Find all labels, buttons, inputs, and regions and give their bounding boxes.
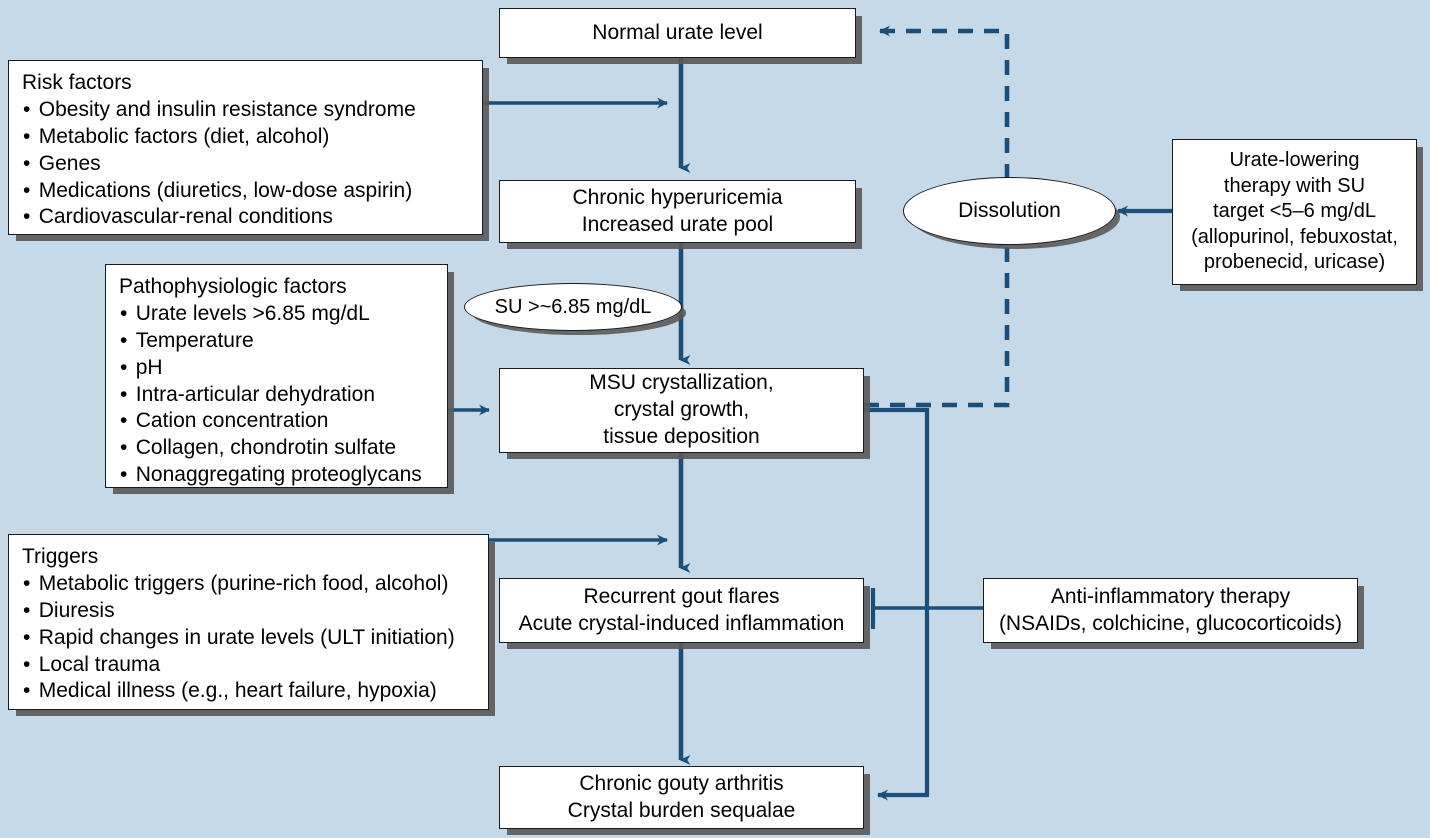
list-item: Medical illness (e.g., heart failure, hy… [22, 678, 455, 705]
edge-dissolution-to-normal-urate [879, 25, 1010, 179]
node-recurrent-gout-flares[interactable]: Recurrent gout flares Acute crystal-indu… [499, 578, 864, 643]
patho-factors-title: Pathophysiologic factors [119, 275, 347, 298]
list-item: Rapid changes in urate levels (ULT initi… [22, 625, 455, 652]
risk-factors-list: Obesity and insulin resistance syndrome … [22, 97, 416, 231]
node-pathophysiologic-factors[interactable]: Pathophysiologic factors Urate levels >6… [105, 264, 448, 488]
node-triggers[interactable]: Triggers Metabolic triggers (purine-rich… [8, 534, 489, 710]
node-line: MSU crystallization, [589, 371, 774, 395]
triggers-title: Triggers [22, 545, 99, 568]
node-line: Chronic hyperuricemia [572, 185, 783, 209]
node-anti-inflammatory-therapy[interactable]: Anti-inflammatory therapy (NSAIDs, colch… [983, 578, 1358, 643]
node-line: tissue deposition [603, 424, 760, 448]
edge-msu-to-dissolution [864, 238, 1010, 408]
node-line: target <5–6 mg/dL [1213, 200, 1376, 223]
list-item: Obesity and insulin resistance syndrome [22, 97, 416, 124]
node-risk-factors[interactable]: Risk factors Obesity and insulin resista… [8, 60, 483, 235]
node-msu-crystallization[interactable]: MSU crystallization, crystal growth, tis… [499, 368, 864, 453]
list-item: Genes [22, 151, 416, 178]
node-chronic-hyperuricemia[interactable]: Chronic hyperuricemia Increased urate po… [499, 180, 856, 243]
edge-msu-to-chronic-arthritis [864, 407, 930, 801]
node-chronic-gouty-arthritis[interactable]: Chronic gouty arthritis Crystal burden s… [499, 766, 864, 829]
node-line: Anti-inflammatory therapy [1050, 584, 1291, 608]
node-normal-urate-level[interactable]: Normal urate level [499, 8, 856, 58]
risk-factors-title: Risk factors [22, 71, 132, 94]
node-line: therapy with SU [1223, 174, 1366, 197]
node-line: Normal urate level [592, 20, 763, 44]
list-item: Nonaggregating proteoglycans [119, 462, 422, 489]
node-line: Crystal burden sequalae [567, 798, 796, 822]
list-item: Diuresis [22, 598, 455, 625]
node-dissolution-ellipse[interactable]: Dissolution [903, 177, 1116, 245]
list-item: Metabolic factors (diet, alcohol) [22, 124, 416, 151]
node-line: Urate-lowering [1229, 149, 1360, 172]
node-line: Recurrent gout flares [583, 584, 780, 608]
node-line: crystal growth, [613, 398, 750, 422]
patho-factors-list: Urate levels >6.85 mg/dL Temperature pH … [119, 301, 422, 489]
list-item: Cardiovascular-renal conditions [22, 204, 416, 231]
node-line: (NSAIDs, colchicine, glucocorticoids) [998, 611, 1343, 635]
dissolution-label: Dissolution [958, 199, 1061, 222]
list-item: Collagen, chondrotin sulfate [119, 435, 422, 462]
list-item: Urate levels >6.85 mg/dL [119, 301, 422, 328]
node-line: Increased urate pool [581, 212, 774, 236]
list-item: pH [119, 355, 422, 382]
list-item: Metabolic triggers (purine-rich food, al… [22, 571, 455, 598]
node-urate-lowering-therapy[interactable]: Urate-lowering therapy with SU target <5… [1172, 139, 1417, 285]
list-item: Intra-articular dehydration [119, 382, 422, 409]
list-item: Local trauma [22, 652, 455, 679]
node-line: (allopurinol, febuxostat, [1191, 225, 1398, 248]
node-line: probenecid, uricase) [1203, 251, 1386, 274]
list-item: Medications (diuretics, low-dose aspirin… [22, 178, 416, 205]
node-line: Acute crystal-induced inflammation [518, 611, 845, 635]
node-line: Chronic gouty arthritis [579, 771, 784, 795]
triggers-list: Metabolic triggers (purine-rich food, al… [22, 571, 455, 705]
list-item: Temperature [119, 328, 422, 355]
node-su-threshold-ellipse[interactable]: SU >~6.85 mg/dL [464, 283, 682, 331]
list-item: Cation concentration [119, 408, 422, 435]
su-threshold-label: SU >~6.85 mg/dL [494, 295, 652, 318]
